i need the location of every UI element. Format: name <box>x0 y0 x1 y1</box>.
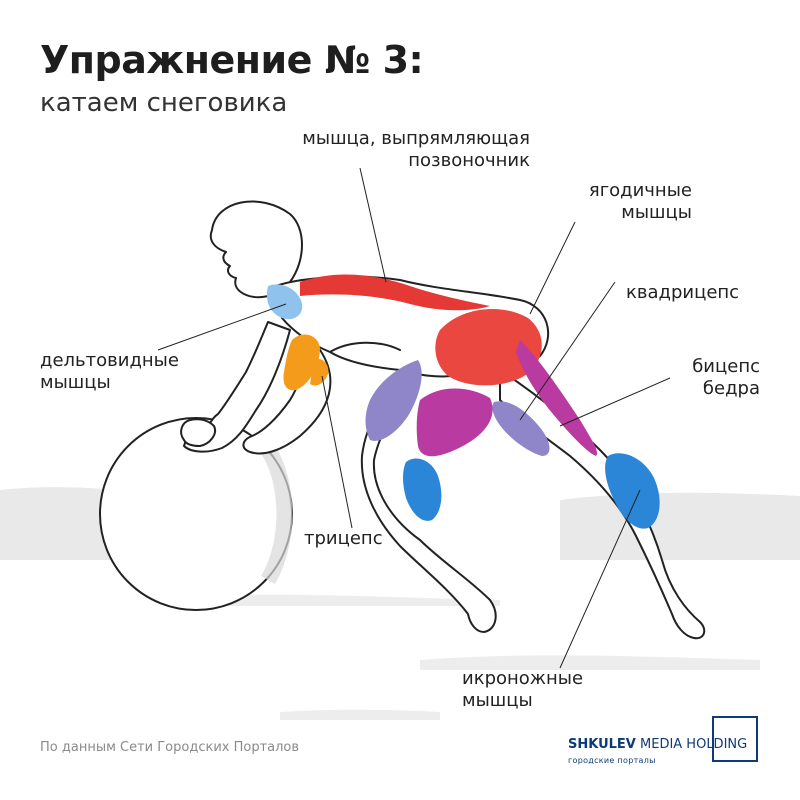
glutes-muscle <box>435 308 542 386</box>
calf-muscle-back <box>605 453 660 529</box>
spine-muscle <box>300 274 490 311</box>
label-glutes: ягодичные мышцы <box>589 180 692 224</box>
label-glutes-line2: мышцы <box>621 202 692 223</box>
calf-muscle-front <box>403 458 442 521</box>
label-spine-line1: мышца, выпрямляющая <box>302 128 530 149</box>
label-calves: икроножные мышцы <box>462 668 583 712</box>
label-spine-muscle: мышца, выпрямляющая позвоночник <box>302 128 530 172</box>
label-hamstring: бицепс бедра <box>692 356 760 400</box>
brand-logo-text: SHKULEV MEDIA HOLDING <box>568 737 747 752</box>
brand-subtitle: городские порталы <box>568 756 656 765</box>
page-title: Упражнение № 3: <box>40 38 424 82</box>
label-calves-line2: мышцы <box>462 690 533 711</box>
label-quads: квадрицепс <box>626 282 739 304</box>
brand-logo-icon <box>712 716 758 762</box>
label-deltoids: дельтовидные мышцы <box>40 350 179 394</box>
brand-rest: MEDIA HOLDING <box>635 737 748 752</box>
brand-bold: SHKULEV <box>568 737 636 752</box>
label-triceps-line1: трицепс <box>304 528 383 549</box>
hamstring-muscle-2 <box>492 401 550 456</box>
quads-muscle <box>416 388 493 457</box>
label-spine-line2: позвоночник <box>408 150 530 171</box>
label-deltoids-line2: мышцы <box>40 372 111 393</box>
page-subtitle: катаем снеговика <box>40 88 288 118</box>
leader-lines <box>157 167 671 669</box>
label-hamstring-line2: бедра <box>702 378 760 399</box>
muscles <box>266 274 660 529</box>
label-deltoids-line1: дельтовидные <box>40 350 179 371</box>
triceps-muscle-2 <box>310 358 329 386</box>
source-note: По данным Сети Городских Порталов <box>40 740 300 755</box>
quads-muscle-back <box>516 340 598 456</box>
label-hamstring-line1: бицепс <box>692 356 760 377</box>
label-calves-line1: икроножные <box>462 668 584 689</box>
triceps-muscle <box>283 334 320 391</box>
label-triceps: трицепс <box>304 528 383 550</box>
label-quads-line1: квадрицепс <box>626 282 740 303</box>
hamstring-muscle <box>365 360 422 441</box>
label-glutes-line1: ягодичные <box>588 180 692 201</box>
deltoid-muscle <box>266 284 303 320</box>
